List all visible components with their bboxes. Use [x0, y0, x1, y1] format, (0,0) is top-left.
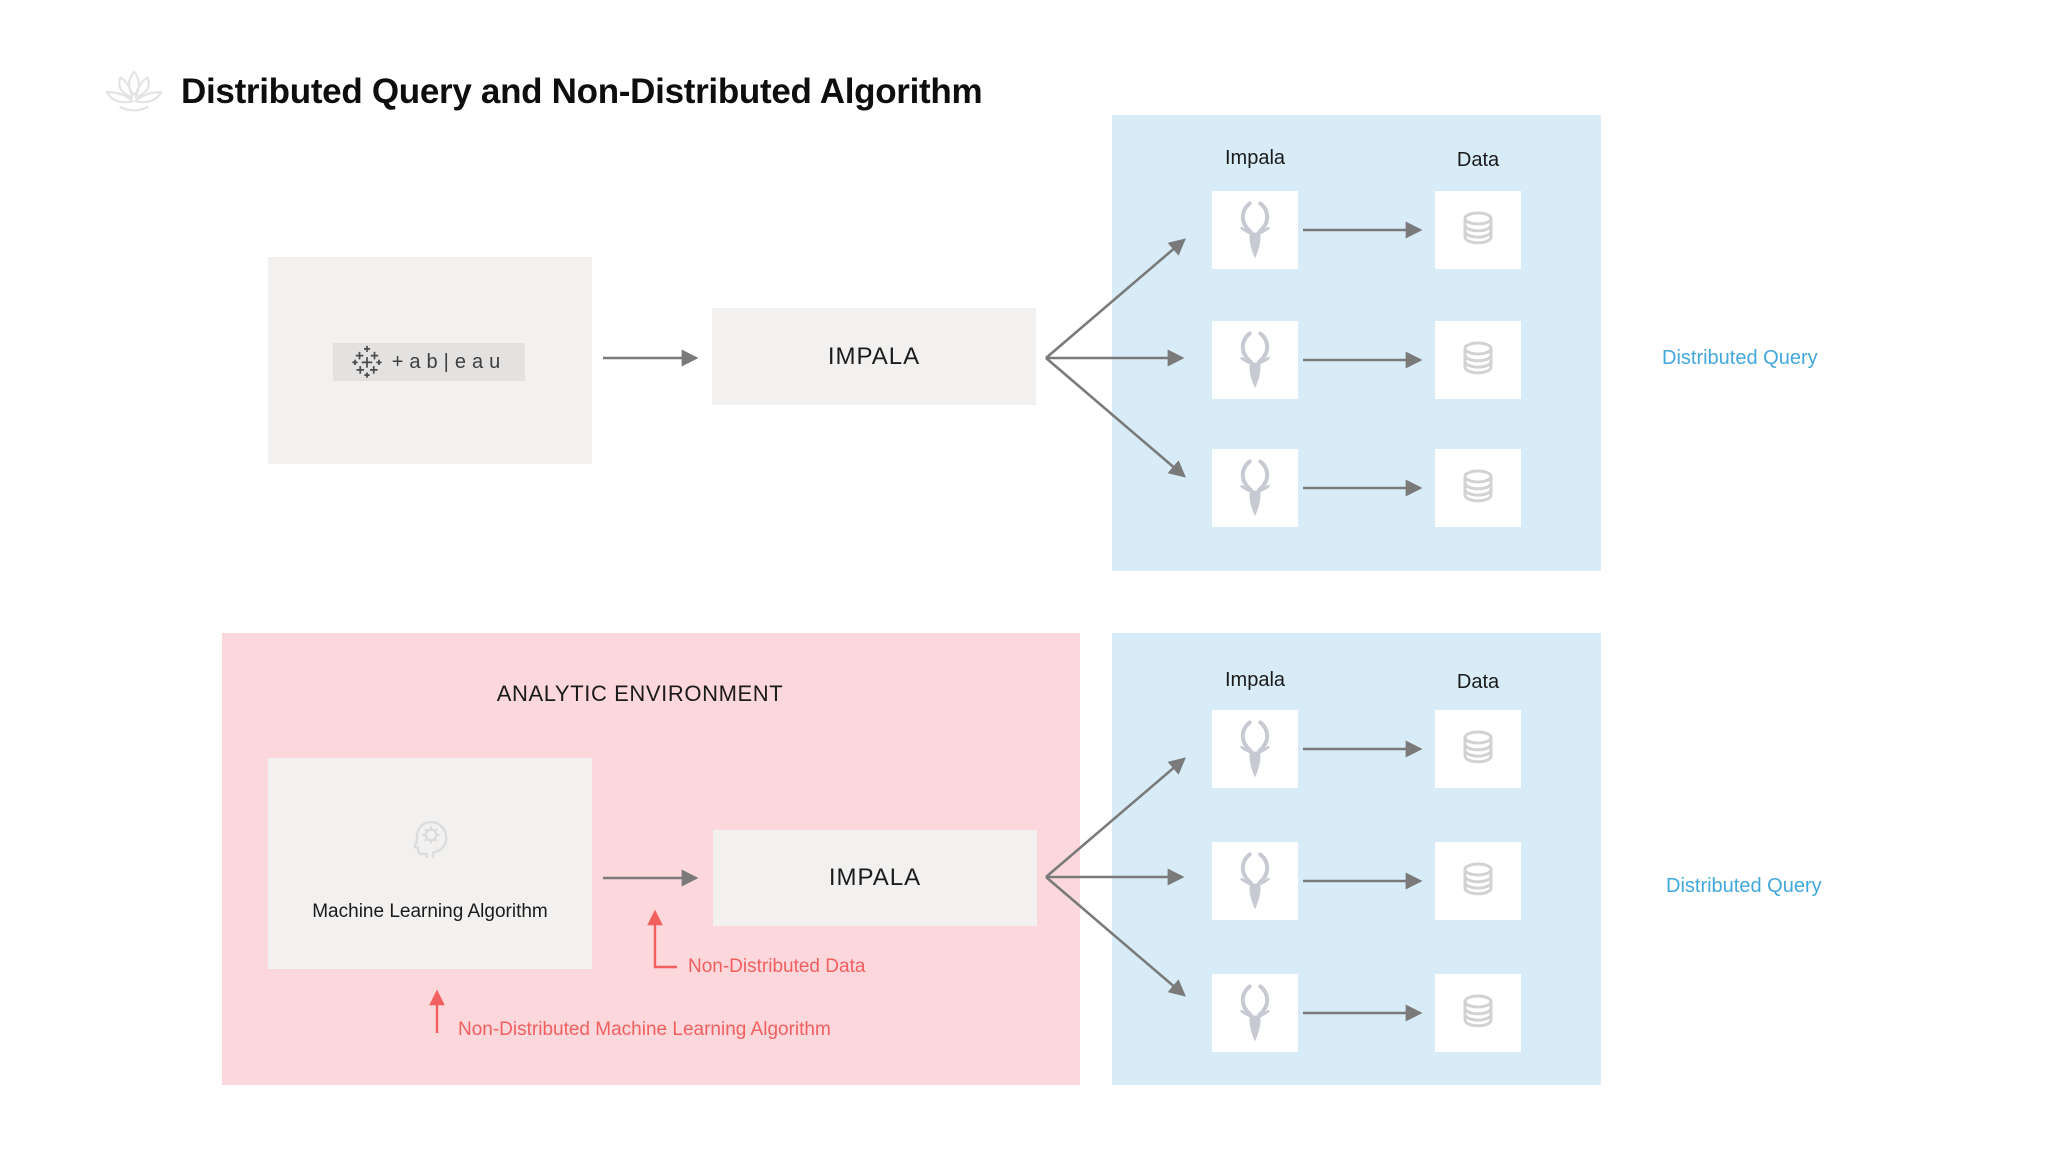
impala-column-header-top: Impala	[1224, 147, 1286, 169]
ml-algorithm-box: Machine Learning Algorithm	[268, 758, 592, 969]
impala-head-icon	[1232, 329, 1278, 391]
impala-node	[1212, 191, 1298, 269]
database-icon	[1456, 727, 1500, 771]
head-gear-icon	[406, 813, 454, 861]
impala-coordinator-box-bottom: IMPALA	[713, 830, 1037, 926]
database-icon	[1456, 859, 1500, 903]
non-distributed-data-note: Non-Distributed Data	[688, 956, 866, 977]
page-title: Distributed Query and Non-Distributed Al…	[181, 72, 983, 111]
analytic-environment-title: ANALYTIC ENVIRONMENT	[496, 681, 784, 706]
data-node	[1435, 974, 1521, 1052]
data-node	[1435, 710, 1521, 788]
database-icon	[1456, 338, 1500, 382]
database-icon	[1456, 208, 1500, 252]
distributed-query-label-bottom: Distributed Query	[1666, 875, 1822, 897]
impala-head-icon	[1232, 982, 1278, 1044]
tableau-logo: +ab|eau	[333, 343, 525, 381]
database-icon	[1456, 991, 1500, 1035]
impala-node	[1212, 974, 1298, 1052]
impala-node	[1212, 449, 1298, 527]
impala-node	[1212, 321, 1298, 399]
impala-coordinator-box-top: IMPALA	[712, 308, 1036, 405]
data-node	[1435, 842, 1521, 920]
data-column-header-top: Data	[1456, 149, 1500, 171]
impala-node	[1212, 842, 1298, 920]
data-column-header-bottom: Data	[1456, 671, 1500, 693]
data-node	[1435, 449, 1521, 527]
distributed-query-label-top: Distributed Query	[1662, 347, 1818, 369]
impala-head-icon	[1232, 199, 1278, 261]
distributed-cluster-panel-bottom: Impala Data	[1112, 633, 1601, 1085]
impala-head-icon	[1232, 718, 1278, 780]
impala-head-icon	[1232, 850, 1278, 912]
impala-node	[1212, 710, 1298, 788]
impala-head-icon	[1232, 457, 1278, 519]
lotus-icon	[102, 68, 166, 116]
tableau-plus-cluster-icon	[352, 345, 382, 379]
non-distributed-algorithm-note: Non-Distributed Machine Learning Algorit…	[458, 1019, 831, 1040]
impala-coordinator-label-top: IMPALA	[827, 342, 921, 370]
tableau-source-box: +ab|eau	[268, 257, 592, 464]
distributed-cluster-panel-top: Impala Data	[1112, 115, 1601, 571]
ml-algorithm-label: Machine Learning Algorithm	[312, 901, 548, 922]
data-node	[1435, 321, 1521, 399]
tableau-wordmark: +ab|eau	[391, 351, 507, 373]
impala-coordinator-label-bottom: IMPALA	[828, 864, 922, 891]
impala-column-header-bottom: Impala	[1224, 669, 1286, 691]
data-node	[1435, 191, 1521, 269]
database-icon	[1456, 466, 1500, 510]
